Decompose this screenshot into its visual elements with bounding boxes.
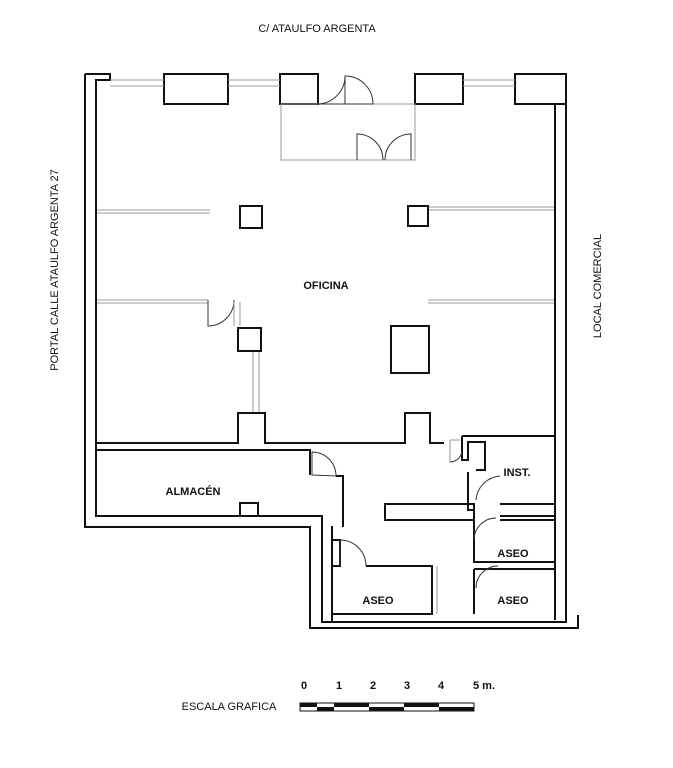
scale-tick-label: 3	[404, 680, 410, 692]
room-label-office: OFICINA	[303, 280, 348, 292]
scale-bar-segment	[317, 707, 334, 711]
scale-tick-label: 1	[336, 680, 342, 692]
storage-room-walls	[96, 449, 344, 527]
room-label-installations: INST.	[504, 467, 531, 479]
scale-tick-label: 5 m.	[473, 680, 495, 692]
scale-tick-label: 0	[301, 680, 307, 692]
neighbour-label-right: LOCAL COMERCIAL	[592, 234, 604, 338]
room-label-restroom-3: ASEO	[497, 595, 529, 607]
scale-bar-segment	[369, 707, 404, 711]
scale-bar-segment	[404, 703, 439, 707]
columns	[237, 205, 430, 374]
installations-room-walls	[449, 435, 556, 517]
scale-label: ESCALA GRAFICA	[182, 701, 277, 713]
room-label-restroom-1: ASEO	[497, 548, 529, 560]
facade-piers	[110, 73, 567, 105]
scale-bar-segment	[300, 703, 317, 707]
scale-bar-segment	[439, 707, 474, 711]
restroom-walls	[331, 503, 556, 622]
scale-tick-label: 4	[438, 680, 445, 692]
entrance-vestibule	[280, 75, 416, 161]
room-label-restroom-2: ASEO	[362, 595, 394, 607]
scale-tick-label: 2	[370, 680, 376, 692]
street-label-left: PORTAL CALLE ATAULFO ARGENTA 27	[49, 169, 61, 371]
scale-bar-segment	[334, 703, 369, 707]
office-south-wall	[96, 412, 444, 444]
street-label-top: C/ ATAULFO ARGENTA	[258, 23, 376, 35]
room-label-storage: ALMACÉN	[166, 485, 221, 498]
interior-partitions	[97, 206, 554, 413]
graphic-scale: ESCALA GRAFICA 0 1 2 3 4 5 m.	[182, 680, 495, 713]
